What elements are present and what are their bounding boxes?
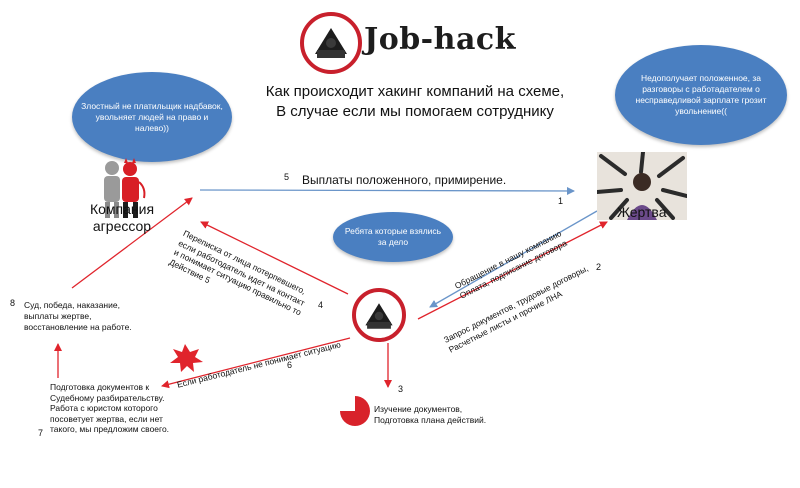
step-5-number: 5 — [284, 172, 290, 182]
cloud-victim: Недополучает положенное, за разговоры с … — [615, 45, 787, 145]
title-line-2: В случае если мы помогаем сотруднику — [276, 103, 554, 120]
team-hacker-icon — [365, 303, 393, 329]
step-7-line-3: Работа с юристом которого — [50, 403, 158, 413]
step-8-number: 8 — [10, 298, 16, 308]
arrow-6 — [161, 337, 351, 389]
step-8-line-1: Суд, победа, наказание, — [24, 300, 120, 310]
step-7-line-5: такого, мы предложим своего. — [50, 424, 170, 434]
hacker-icon — [315, 28, 347, 58]
step-8-line-2: выплаты жертве, — [24, 311, 92, 321]
team-emblem — [352, 288, 406, 342]
step-2-number: 2 — [596, 262, 602, 272]
step-8-line-3: восстановление на работе. — [24, 322, 132, 332]
cloud-aggressor-text: Злостный не платильщик надбавок, увольня… — [81, 100, 223, 133]
step-5-text: Выплаты положенного, примирение. — [302, 173, 507, 187]
cloud-aggressor: Злостный не платильщик надбавок, увольня… — [72, 72, 232, 162]
step-7-line-1: Подготовка документов к — [50, 382, 150, 392]
node-victim: Жертва — [617, 204, 667, 220]
step-3-text: Изучение документов, Подготовка плана де… — [374, 404, 486, 425]
victim-picture — [595, 150, 689, 220]
logo-text: Job-hack — [364, 22, 516, 57]
step-3-line-2: Подготовка плана действий. — [374, 414, 487, 425]
arrow-2 — [417, 221, 608, 320]
cloud-team-text: Ребята которые взялись за дело — [344, 226, 442, 247]
step-7-line-2: Судебному разбирательству. — [50, 392, 165, 403]
arrow-8 — [71, 197, 193, 289]
arrow-1 — [429, 210, 598, 308]
step-7-number: 7 — [38, 428, 44, 438]
cloud-victim-text: Недополучает положенное, за разговоры с … — [635, 73, 767, 116]
step-3-line-1: Изучение документов, — [374, 404, 463, 414]
arrow-4 — [200, 221, 349, 295]
step-1-number: 1 — [558, 196, 564, 206]
arrow-5 — [199, 186, 575, 195]
explosion-icon — [170, 344, 203, 372]
step-6-number: 6 — [287, 360, 293, 370]
step-3-number: 3 — [398, 384, 404, 394]
title-line-1: Как происходит хакинг компаний на схеме, — [265, 83, 565, 100]
step-7-line-4: посоветует жертва, если нет — [50, 413, 163, 424]
step-7-text: Подготовка документов к Судебному разбир… — [50, 382, 169, 435]
pie-icon — [340, 396, 370, 426]
logo-emblem — [300, 12, 362, 74]
node-company: Компания агрессор — [89, 201, 155, 234]
step-8-text: Суд, победа, наказание, выплаты жертве, … — [24, 300, 132, 333]
aggressor-figures-icon — [104, 158, 146, 218]
pointing-hands-icon — [595, 150, 689, 220]
cloud-team: Ребята которые взялись за дело — [333, 212, 453, 262]
page-title: Как происходит хакинг компаний на схеме,… — [245, 82, 585, 122]
step-4-number: 4 — [318, 300, 324, 310]
